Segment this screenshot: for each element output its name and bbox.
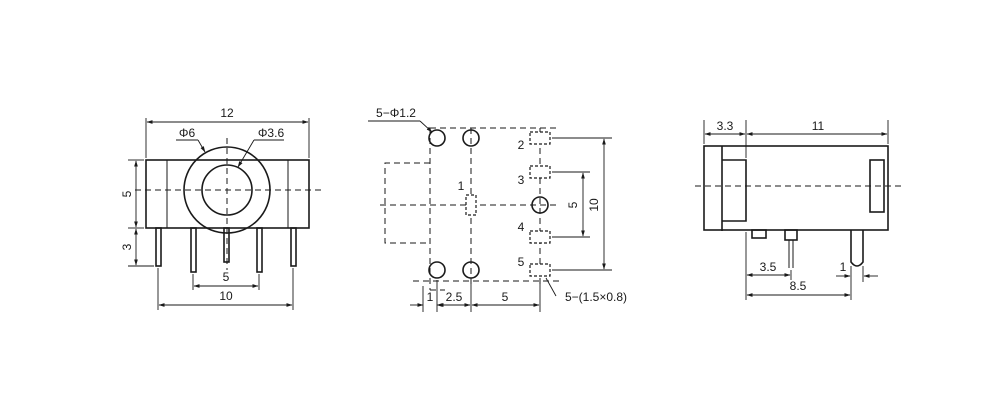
dim-first-label: 1 [427, 290, 434, 304]
slot-pad-5 [529, 263, 551, 277]
front-pin-3 [223, 227, 230, 263]
dim-width-label: 12 [220, 106, 234, 120]
slot-pad-1 [465, 194, 477, 216]
dim-pin-width-label: 1 [840, 260, 847, 274]
side-pin-left [751, 229, 767, 239]
side-pin-mid [784, 229, 798, 241]
hole-callout-label: 5−Φ1.2 [376, 106, 416, 120]
front-pin-5 [290, 227, 297, 267]
dim-body-length-label: 11 [812, 119, 825, 133]
dim-height-inner-label: 5 [566, 201, 580, 208]
pin-label-1: 1 [458, 179, 465, 193]
jack-diameter-label: Φ6 [179, 126, 196, 140]
dim-inner-pins-label: 5 [223, 270, 230, 284]
front-pin-2 [190, 227, 197, 273]
dim-body-height-label: 5 [120, 190, 134, 197]
footprint-jack-outline [384, 162, 430, 244]
dim-height-outer-label: 10 [587, 198, 601, 212]
dim-front-depth-label: 3.3 [717, 119, 734, 133]
side-collar-step [722, 159, 747, 222]
hole-diameter-label: Φ3.6 [258, 126, 285, 140]
dim-total-offset-label: 8.5 [790, 279, 807, 293]
pin-label-4: 4 [518, 220, 525, 234]
dim-pin-offset-label: 3.5 [760, 260, 777, 274]
footprint-view: 1 2 3 4 5 5−Φ1.2 5 10 1 2.5 5 5−(1.5×0.8… [368, 106, 627, 312]
pin-label-5: 5 [518, 255, 525, 269]
pin-label-3: 3 [518, 173, 525, 187]
side-pin-right [850, 230, 864, 267]
pin-label-2: 2 [518, 138, 525, 152]
jack-hole-circle [201, 164, 253, 216]
front-pin-1 [155, 227, 162, 267]
front-view: 12 Φ6 Φ3.6 5 3 5 10 [120, 106, 322, 310]
side-view: 3.3 11 3.5 1 8.5 [695, 119, 902, 300]
footprint-hole-right [531, 196, 549, 214]
slot-pad-3 [529, 165, 551, 179]
footprint-hole-bottom-left [428, 261, 446, 279]
footprint-hole-top-mid [462, 129, 480, 147]
dim-pin-height-label: 3 [120, 243, 134, 250]
slot-callout-label: 5−(1.5×0.8) [565, 290, 627, 304]
footprint-hole-bottom-mid [462, 261, 480, 279]
dim-second-label: 2.5 [446, 290, 463, 304]
front-pin-4 [256, 227, 263, 273]
slot-pad-4 [529, 230, 551, 244]
dim-outer-pins-label: 10 [219, 289, 233, 303]
slot-pad-2 [529, 131, 551, 145]
dim-third-label: 5 [502, 290, 509, 304]
side-body [703, 145, 889, 231]
footprint-hole-top-left [428, 129, 446, 147]
